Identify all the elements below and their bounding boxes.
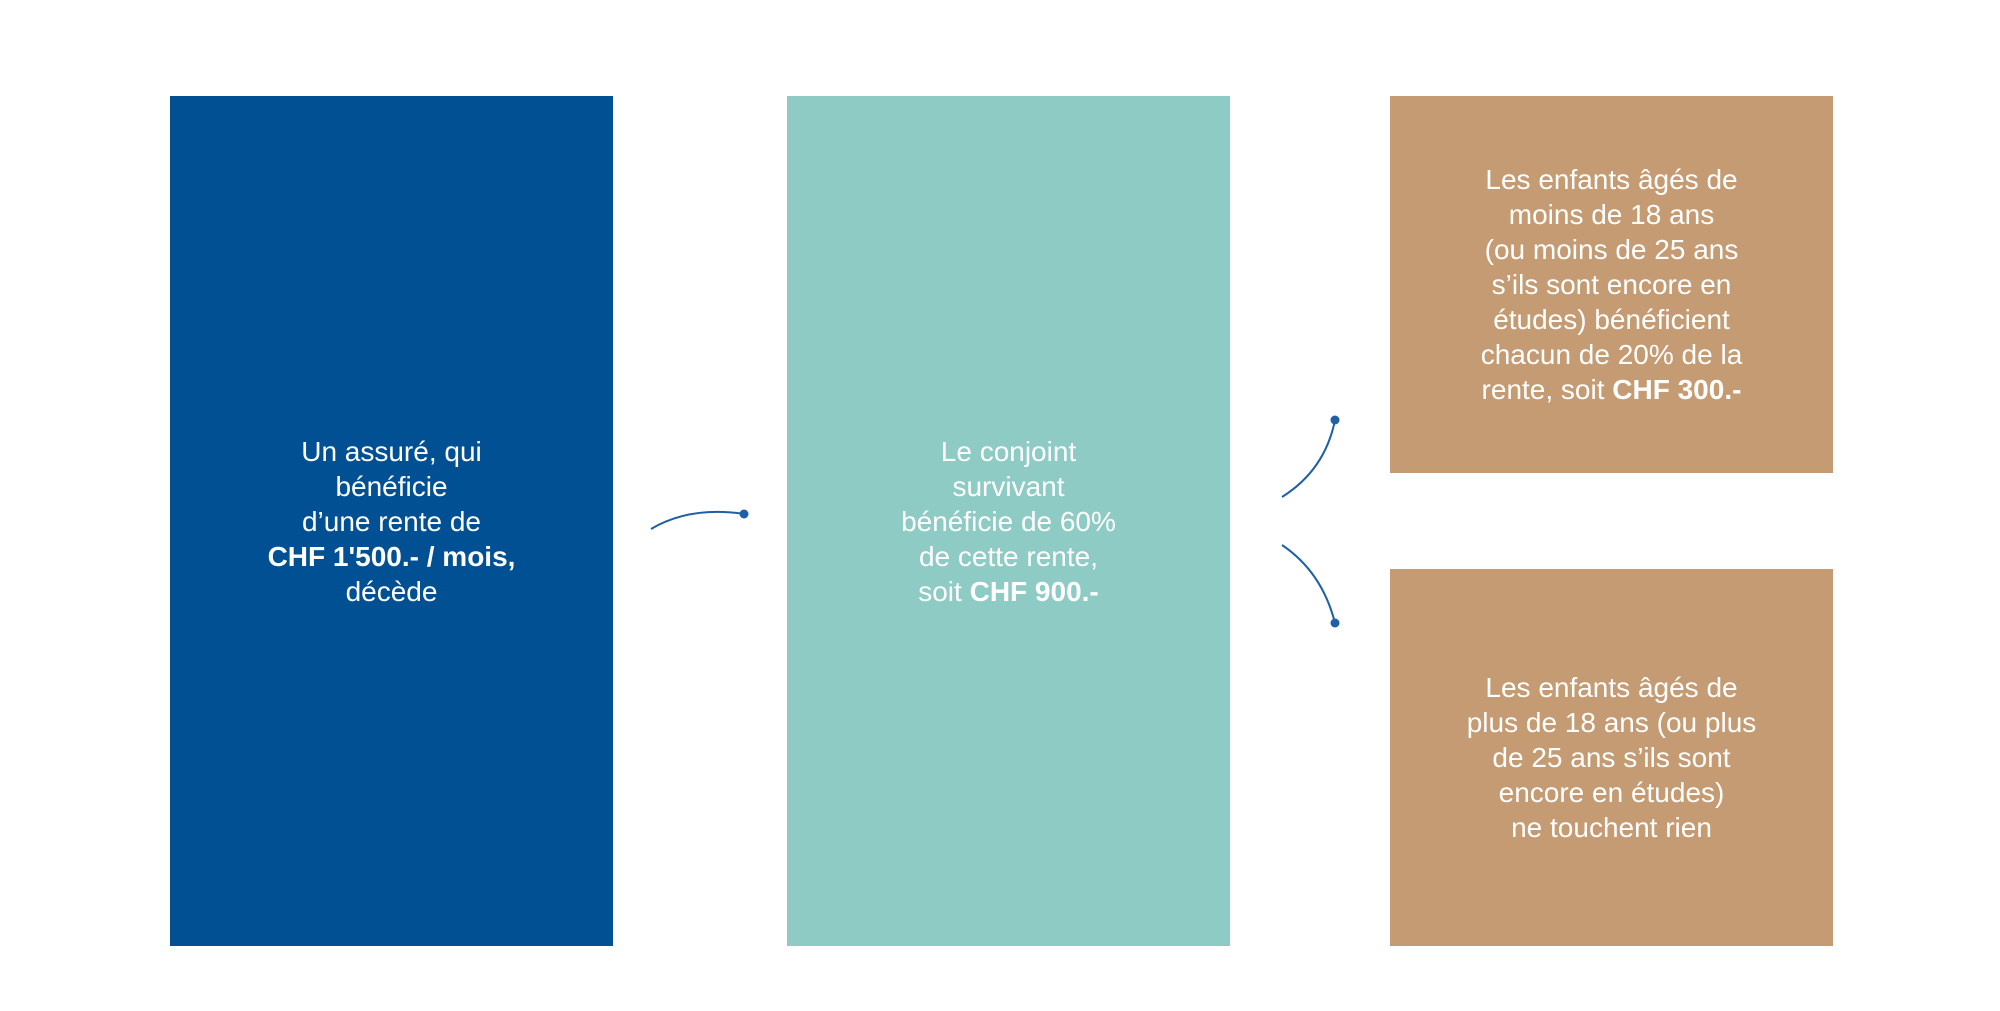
connector-spouse-to-young-children <box>1281 419 1336 498</box>
text-line: Le conjoint <box>940 435 1077 467</box>
text-line: de 25 ans s’ils sont <box>1492 742 1731 773</box>
text-line: Les enfants âgés de <box>1485 672 1738 703</box>
spouse-amount: CHF 900.- <box>969 575 1099 607</box>
text-line: Un assuré, qui <box>301 435 482 467</box>
young-children-box: Les enfants âgés de moins de 18 ans (ou … <box>1390 96 1833 473</box>
text-line: décède <box>345 575 438 607</box>
text-line: Les enfants âgés de <box>1485 164 1738 195</box>
connector-dot <box>1330 415 1340 425</box>
connector-dot <box>739 509 749 519</box>
text-line: d’une rente de <box>301 505 482 537</box>
text-line: bénéficie <box>335 470 448 502</box>
insured-box: Un assuré, qui bénéficie d’une rente de … <box>170 96 613 946</box>
text-line: encore en études) <box>1498 777 1725 808</box>
text-line: ne touchent rien <box>1511 812 1712 843</box>
spouse-box: Le conjoint survivant bénéficie de 60% d… <box>787 96 1230 946</box>
pension-amount: CHF 1'500.- / mois, <box>267 540 516 572</box>
text-line: moins de 18 ans <box>1508 199 1715 230</box>
text-line: chacun de 20% de la <box>1480 339 1743 370</box>
text-line: de cette rente, <box>918 540 1098 572</box>
text-line: s’ils sont encore en <box>1491 269 1732 300</box>
text-line: (ou moins de 25 ans <box>1484 234 1739 265</box>
text-line: survivant <box>952 470 1065 502</box>
connector-spouse-to-older-children <box>1281 544 1336 624</box>
text-line: études) bénéficient <box>1493 304 1730 335</box>
text-line: rente, soit <box>1481 374 1613 405</box>
older-children-box: Les enfants âgés de plus de 18 ans (ou p… <box>1390 569 1833 946</box>
text-line: soit <box>918 575 970 607</box>
text-line: plus de 18 ans (ou plus <box>1466 707 1757 738</box>
connector-insured-to-spouse <box>650 510 745 530</box>
children-amount: CHF 300.- <box>1612 374 1742 405</box>
text-line: bénéficie de 60% <box>901 505 1116 537</box>
connector-dot <box>1330 618 1340 628</box>
